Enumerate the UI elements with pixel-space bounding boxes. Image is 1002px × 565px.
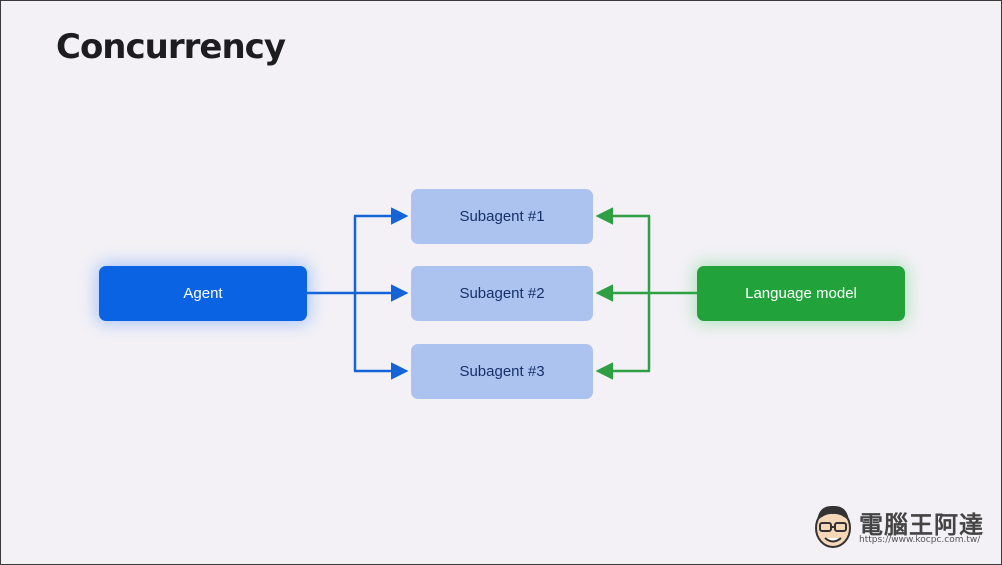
agent-label: Agent [183, 285, 223, 302]
watermark-url: https://www.kocpc.com.tw/ [859, 535, 981, 545]
subagent-3-label: Subagent #3 [459, 363, 545, 380]
subagent-3-node: Subagent #3 [411, 344, 593, 399]
subagent-1-node: Subagent #1 [411, 189, 593, 244]
cartoon-face-logo-icon [815, 505, 851, 548]
subagent-2-node: Subagent #2 [411, 266, 593, 321]
language-model-node: Language model [697, 266, 905, 321]
subagent-1-label: Subagent #1 [459, 208, 545, 225]
subagent-2-label: Subagent #2 [459, 285, 545, 302]
watermark-name: 電腦王阿達 [859, 511, 984, 539]
agent-node: Agent [99, 266, 307, 321]
slide-title: Concurrency [56, 27, 286, 67]
language-model-label: Language model [745, 285, 857, 302]
watermark: 電腦王阿達 https://www.kocpc.com.tw/ [811, 501, 991, 553]
